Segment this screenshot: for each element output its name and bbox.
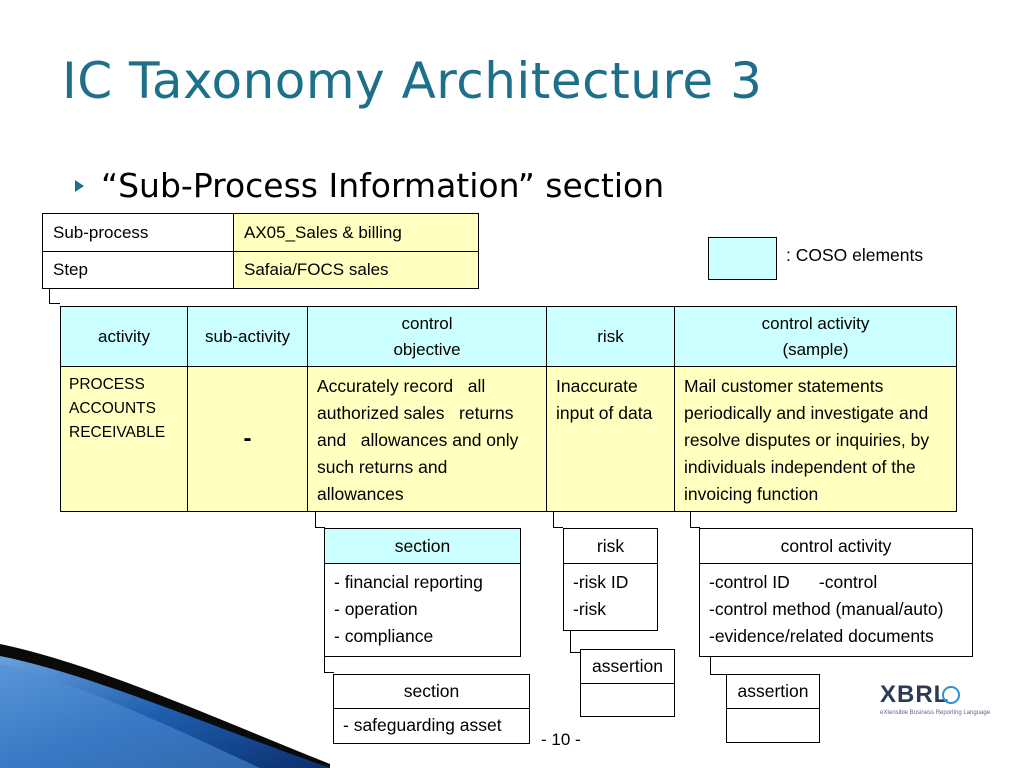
section-box-header: section <box>325 529 520 564</box>
connector-trace <box>570 631 580 653</box>
legend-swatch <box>708 237 777 280</box>
decorative-swoosh <box>0 644 330 768</box>
header-control-activity: control activity (sample) <box>674 306 957 367</box>
header-activity: activity <box>60 306 188 367</box>
section-box: section - financial reporting - operatio… <box>324 528 521 657</box>
control-activity-box: control activity -control ID -control-co… <box>699 528 973 657</box>
section-box-2: section - safeguarding asset <box>333 674 530 744</box>
control-assertion-header: assertion <box>727 675 819 709</box>
xbrl-logo: XBRL eXtensible Business Reporting Langu… <box>880 681 991 730</box>
connector-trace <box>690 512 700 528</box>
risk-box-body: -risk ID -risk <box>573 572 629 619</box>
info-label-step: Step <box>42 251 234 289</box>
cell-activity: PROCESS ACCOUNTS RECEIVABLE <box>60 366 188 512</box>
xbrl-logo-tagline: eXtensible Business Reporting Language <box>880 710 991 716</box>
control-activity-box-header: control activity <box>700 529 972 564</box>
control-assertion-box: assertion <box>726 674 820 743</box>
info-value-subprocess: AX05_Sales & billing <box>233 213 479 252</box>
xbrl-logo-wordmark: XBRL <box>880 681 950 708</box>
connector-trace <box>315 512 325 528</box>
cell-sub-activity: - <box>187 366 308 512</box>
connector-trace <box>710 657 726 675</box>
legend-text: : COSO elements <box>786 245 924 265</box>
xbrl-logo-globe-icon <box>942 686 960 704</box>
connector-trace <box>553 512 563 528</box>
control-activity-box-body: -control ID -control-control method (man… <box>709 572 944 646</box>
slide-title: IC Taxonomy Architecture 3 <box>62 52 763 110</box>
section-box-body: - financial reporting - operation - comp… <box>334 572 483 646</box>
risk-box-header: risk <box>564 529 657 564</box>
header-risk: risk <box>546 306 675 367</box>
page-number: - 10 - <box>541 730 581 749</box>
risk-assertion-header: assertion <box>581 650 674 684</box>
risk-assertion-box: assertion <box>580 649 675 717</box>
cell-risk: Inaccurate input of data <box>546 366 675 512</box>
header-sub-activity: sub-activity <box>187 306 308 367</box>
bullet-arrow-icon <box>75 180 84 192</box>
section-box-2-header: section <box>334 675 529 709</box>
header-control-objective: control objective <box>307 306 547 367</box>
connector-trace <box>49 289 60 304</box>
cell-control-activity: Mail customer statements periodically an… <box>674 366 957 512</box>
info-label-subprocess: Sub-process <box>42 213 234 252</box>
risk-box: risk -risk ID -risk <box>563 528 658 631</box>
section-box-2-body: - safeguarding asset <box>343 715 502 735</box>
info-value-step: Safaia/FOCS sales <box>233 251 479 289</box>
bullet-text: “Sub-Process Information” section <box>101 166 665 205</box>
